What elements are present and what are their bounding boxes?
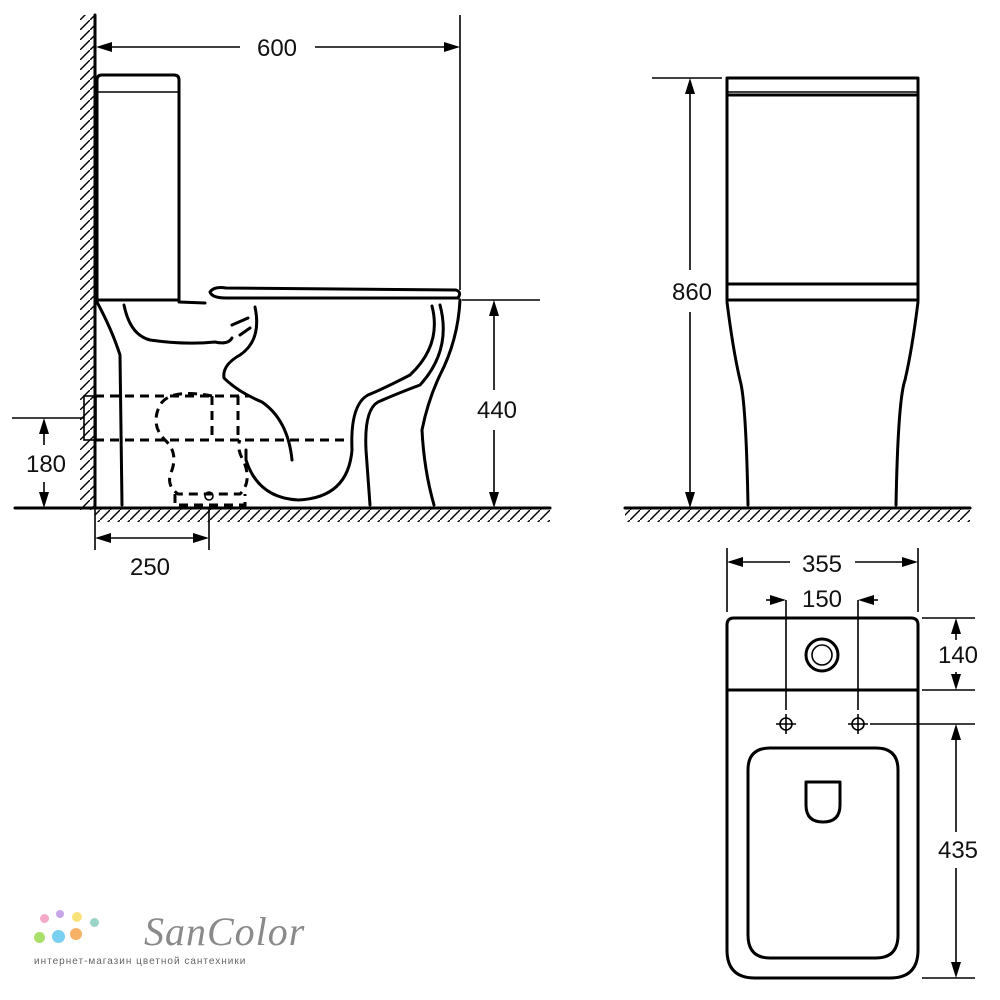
brand-dot: [70, 928, 82, 940]
dim-mount-spacing: 150: [802, 586, 842, 613]
dim-depth: 600: [257, 35, 297, 62]
brand-dot: [52, 930, 65, 943]
bowl-interior: [222, 305, 294, 462]
front-pedestal: [725, 300, 920, 507]
top-seat: [746, 746, 900, 960]
front-cistern: [725, 76, 920, 302]
brand-dot: [72, 912, 82, 922]
wall-hatch: [80, 15, 94, 510]
bowl-outer: [364, 303, 445, 507]
dim-total-height: 860: [672, 279, 712, 306]
outlet-pipe: [95, 394, 350, 442]
dim-seat-height: 440: [477, 397, 517, 424]
brand-dot: [34, 932, 45, 943]
toilet-seat: [208, 286, 462, 300]
flush-button-inner: [811, 644, 833, 666]
dim-bowl-length: 435: [938, 837, 978, 864]
brand-dot: [90, 918, 99, 927]
top-outline: [725, 616, 920, 980]
floor-hatch: [95, 508, 550, 522]
top-view: 355 150 140 435: [725, 548, 978, 980]
flush-button-outer: [804, 637, 840, 673]
front-body-top: [725, 282, 920, 302]
drain-bolt: [204, 491, 214, 501]
brand-logo: SanColor интернет-магазин цветной сантех…: [34, 908, 304, 978]
front-floor-hatch: [625, 508, 970, 522]
bowl-rim-inner: [244, 304, 436, 502]
drain-trap: [154, 392, 249, 496]
top-seat-hinge-slot: [804, 780, 842, 824]
dim-width: 355: [802, 551, 842, 578]
dim-tank-depth: 140: [938, 642, 978, 669]
brand-dot: [56, 910, 64, 918]
dim-outlet-offset: 250: [130, 554, 170, 581]
front-view: 860: [623, 76, 972, 522]
drain-flange: [173, 494, 247, 507]
brand-dot: [40, 914, 49, 923]
brand-dots-icon: [34, 910, 106, 954]
mount-mark-left: [776, 714, 796, 734]
brand-tagline: интернет-магазин цветной сантехники: [34, 956, 247, 967]
trapway: [122, 303, 252, 345]
cistern: [95, 73, 181, 302]
toilet-body: [95, 298, 462, 507]
side-view: 600 440 180 250: [12, 13, 552, 581]
brand-name: SanColor: [144, 909, 306, 954]
mount-mark-right: [848, 714, 868, 734]
dim-outlet-height: 180: [26, 451, 66, 478]
